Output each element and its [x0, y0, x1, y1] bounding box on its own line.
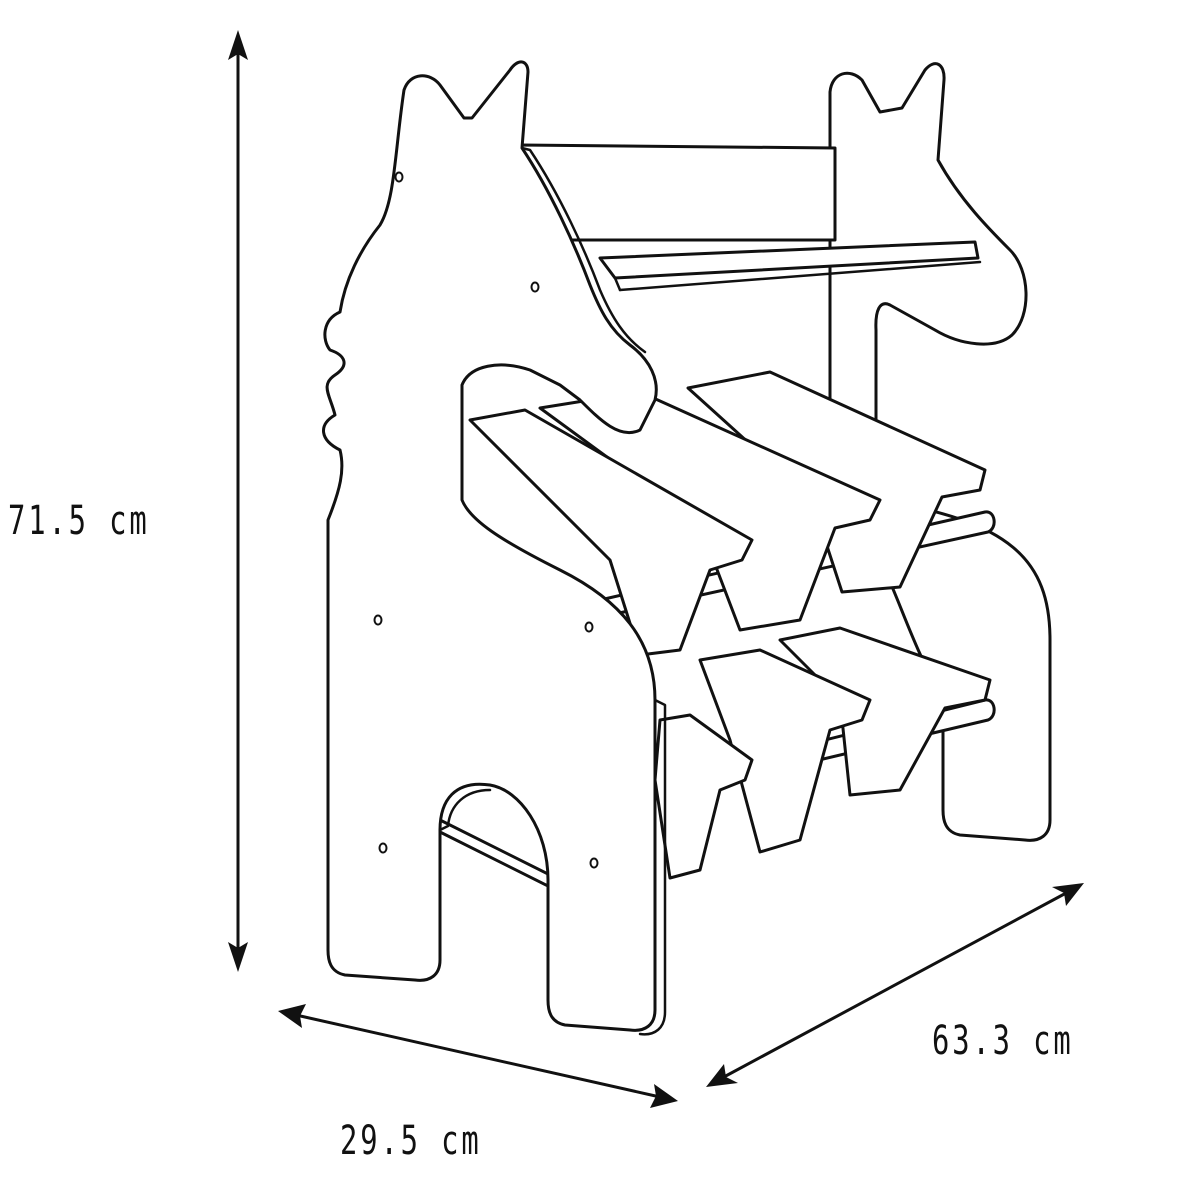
upper-bins: [468, 370, 987, 657]
bin-lower-left: [653, 713, 754, 880]
height-dimension-arrow: [228, 30, 248, 972]
depth-dimension-arrow: [278, 1004, 678, 1108]
width-dimension-label: 63.3 cm: [932, 1018, 1074, 1064]
depth-dimension-label: 29.5 cm: [340, 1118, 482, 1164]
lower-bins: [653, 626, 992, 880]
bin-lower-right: [778, 626, 992, 797]
height-dimension-label: 71.5 cm: [8, 498, 150, 544]
bin-upper-left: [468, 408, 754, 657]
width-dimension-arrow: [706, 883, 1084, 1087]
top-shelf: [518, 143, 982, 292]
screw-holes: [373, 171, 599, 869]
front-side-panel: [322, 60, 667, 1036]
